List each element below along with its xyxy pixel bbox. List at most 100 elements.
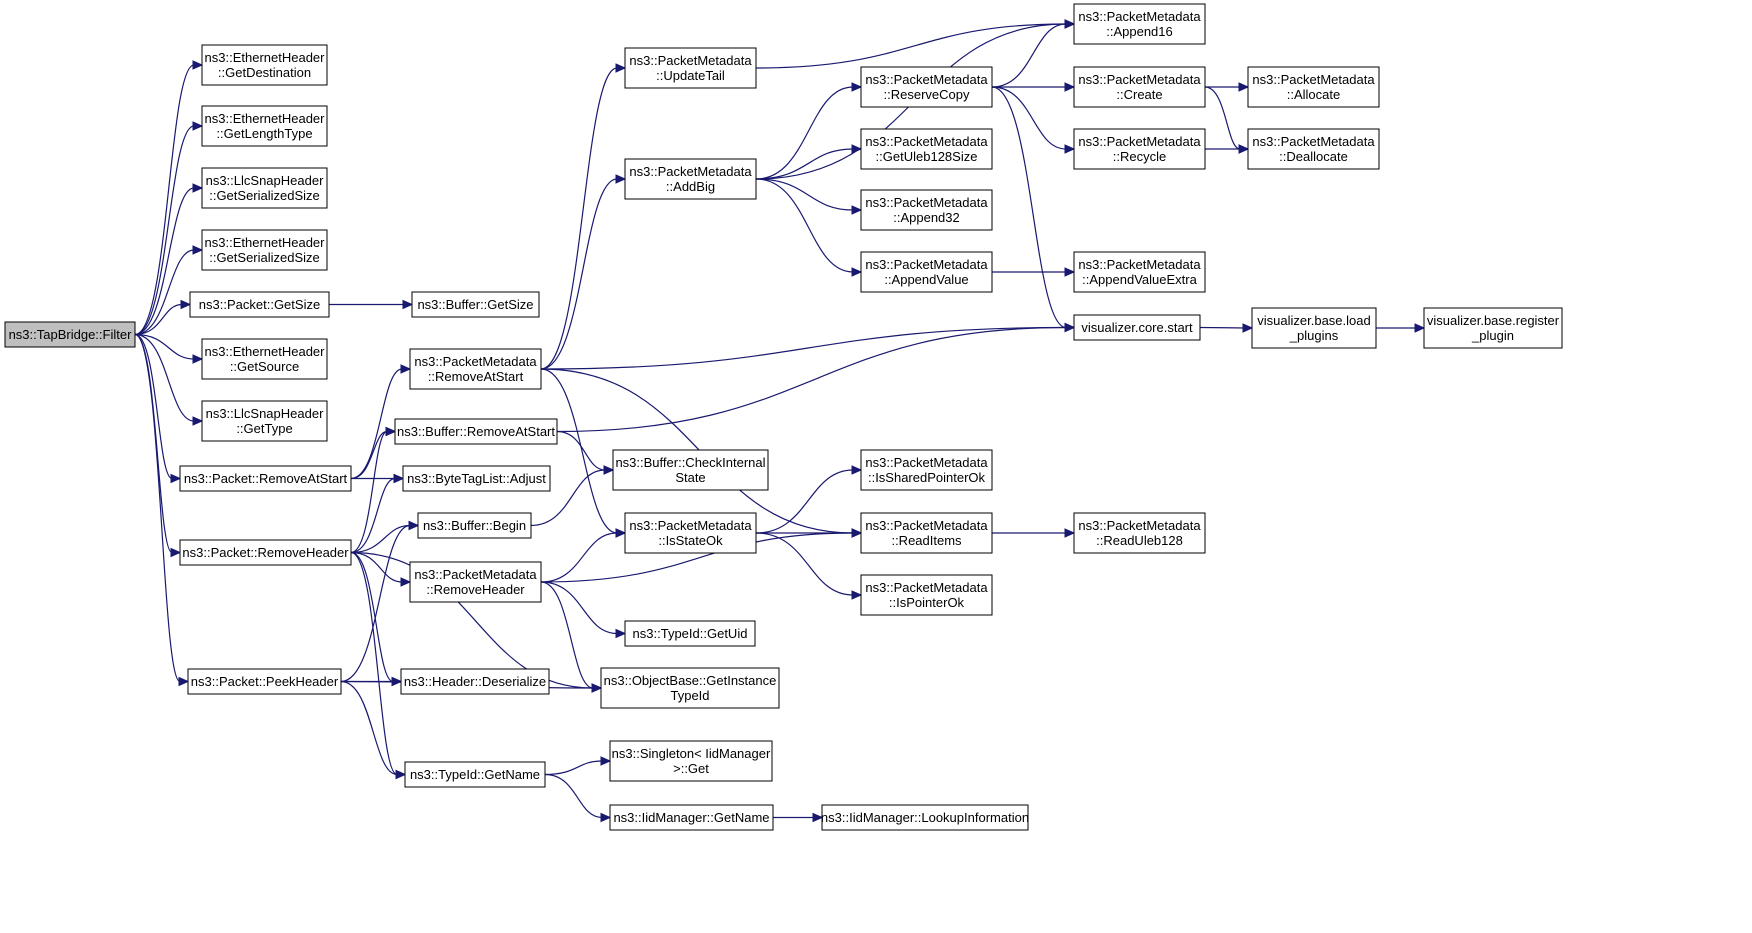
- node-pm-allocate[interactable]: ns3::PacketMetadata::Allocate: [1247, 66, 1380, 108]
- node-typeid-getuid[interactable]: ns3::TypeId::GetUid: [624, 620, 756, 647]
- node-box[interactable]: [860, 574, 993, 616]
- node-box[interactable]: [860, 128, 993, 170]
- node-box[interactable]: [4, 321, 136, 348]
- node-box[interactable]: [201, 338, 328, 380]
- node-typeid-getname[interactable]: ns3::TypeId::GetName: [404, 761, 546, 788]
- node-label: ::IsPointerOk: [889, 595, 965, 610]
- node-box[interactable]: [624, 47, 757, 89]
- node-box[interactable]: [624, 512, 757, 554]
- node-box[interactable]: [609, 740, 773, 782]
- node-box[interactable]: [1247, 128, 1380, 170]
- node-box[interactable]: [860, 512, 993, 554]
- node-box[interactable]: [1247, 66, 1380, 108]
- node-box[interactable]: [409, 561, 542, 603]
- node-box[interactable]: [187, 668, 342, 695]
- node-pm-getuleb[interactable]: ns3::PacketMetadata::GetUleb128Size: [860, 128, 993, 170]
- node-box[interactable]: [201, 400, 328, 442]
- node-box[interactable]: [201, 229, 328, 271]
- node-buf-begin[interactable]: ns3::Buffer::Begin: [417, 512, 532, 539]
- node-box[interactable]: [1073, 128, 1206, 170]
- arrowhead-pm_appendvalue-to-pm_appendvalueextra: [1064, 267, 1076, 277]
- node-label: ::IsStateOk: [658, 533, 723, 548]
- node-box[interactable]: [1073, 66, 1206, 108]
- node-pm-recycle[interactable]: ns3::PacketMetadata::Recycle: [1073, 128, 1206, 170]
- node-box[interactable]: [624, 158, 757, 200]
- node-btl-adjust[interactable]: ns3::ByteTagList::Adjust: [402, 465, 551, 492]
- edge-pm_removeatstart-to-pm_updatetail: [540, 67, 618, 370]
- node-pm-reservecopy[interactable]: ns3::PacketMetadata::ReserveCopy: [860, 66, 993, 108]
- edge-pkt_removeheader-to-ob_getinstance: [350, 551, 594, 689]
- node-box[interactable]: [624, 620, 756, 647]
- node-buf-removeatstart[interactable]: ns3::Buffer::RemoveAtStart: [394, 418, 558, 445]
- node-box[interactable]: [1251, 307, 1377, 349]
- node-box[interactable]: [179, 539, 352, 566]
- node-box[interactable]: [609, 804, 774, 831]
- node-llc-gettype[interactable]: ns3::LlcSnapHeader::GetType: [201, 400, 328, 442]
- node-pm-removeheader[interactable]: ns3::PacketMetadata::RemoveHeader: [409, 561, 542, 603]
- node-box[interactable]: [612, 449, 769, 491]
- node-box[interactable]: [411, 291, 540, 318]
- node-box[interactable]: [1423, 307, 1563, 349]
- node-box[interactable]: [394, 418, 558, 445]
- node-iid-getname[interactable]: ns3::IidManager::GetName: [609, 804, 774, 831]
- node-vis-core-start[interactable]: visualizer.core.start: [1073, 314, 1201, 341]
- node-vis-load-plugins[interactable]: visualizer.base.load_plugins: [1251, 307, 1377, 349]
- node-eth-getdest[interactable]: ns3::EthernetHeader::GetDestination: [201, 44, 328, 86]
- node-box[interactable]: [404, 761, 546, 788]
- edge-buf_removeatstart-to-vis_core_start: [556, 326, 1067, 433]
- node-eth-getser[interactable]: ns3::EthernetHeader::GetSerializedSize: [201, 229, 328, 271]
- node-box[interactable]: [860, 251, 993, 293]
- node-pm-readuleb[interactable]: ns3::PacketMetadata::ReadUleb128: [1073, 512, 1206, 554]
- node-label: ns3::TypeId::GetName: [410, 767, 540, 782]
- node-pm-deallocate[interactable]: ns3::PacketMetadata::Deallocate: [1247, 128, 1380, 170]
- node-eth-getlentype[interactable]: ns3::EthernetHeader::GetLengthType: [201, 105, 328, 147]
- node-pkt-getsize[interactable]: ns3::Packet::GetSize: [189, 291, 330, 318]
- node-box[interactable]: [1073, 3, 1206, 45]
- node-box[interactable]: [1073, 251, 1206, 293]
- node-pkt-removeheader[interactable]: ns3::Packet::RemoveHeader: [179, 539, 352, 566]
- node-pm-append32[interactable]: ns3::PacketMetadata::Append32: [860, 189, 993, 231]
- node-pm-addbig[interactable]: ns3::PacketMetadata::AddBig: [624, 158, 757, 200]
- node-box[interactable]: [417, 512, 532, 539]
- node-box[interactable]: [1073, 314, 1201, 341]
- node-eth-getsource[interactable]: ns3::EthernetHeader::GetSource: [201, 338, 328, 380]
- node-pm-removeatstart[interactable]: ns3::PacketMetadata::RemoveAtStart: [409, 348, 542, 390]
- node-hdr-deserialize[interactable]: ns3::Header::Deserialize: [400, 668, 550, 695]
- edge-pkt_removeheader-to-typeid_getname: [350, 551, 398, 776]
- node-box[interactable]: [1073, 512, 1206, 554]
- node-pm-appendvalueextra[interactable]: ns3::PacketMetadata::AppendValueExtra: [1073, 251, 1206, 293]
- node-box[interactable]: [600, 667, 780, 709]
- node-filter[interactable]: ns3::TapBridge::Filter: [4, 321, 136, 348]
- node-box[interactable]: [821, 804, 1029, 831]
- node-box[interactable]: [860, 66, 993, 108]
- node-box[interactable]: [189, 291, 330, 318]
- node-pm-isstateok[interactable]: ns3::PacketMetadata::IsStateOk: [624, 512, 757, 554]
- node-label: ::GetSerializedSize: [209, 250, 320, 265]
- node-box[interactable]: [409, 348, 542, 390]
- node-pm-issharedptr[interactable]: ns3::PacketMetadata::IsSharedPointerOk: [860, 449, 993, 491]
- node-singleton-get[interactable]: ns3::Singleton< IidManager>::Get: [609, 740, 773, 782]
- node-box[interactable]: [201, 105, 328, 147]
- node-iid-lookup[interactable]: ns3::IidManager::LookupInformation: [821, 804, 1029, 831]
- node-buf-getsize[interactable]: ns3::Buffer::GetSize: [411, 291, 540, 318]
- node-vis-register-plugin[interactable]: visualizer.base.register_plugin: [1423, 307, 1563, 349]
- node-pm-create[interactable]: ns3::PacketMetadata::Create: [1073, 66, 1206, 108]
- node-box[interactable]: [402, 465, 551, 492]
- node-pkt-peekheader[interactable]: ns3::Packet::PeekHeader: [187, 668, 342, 695]
- arrowhead-typeid_getname-to-iid_getname: [600, 812, 612, 823]
- node-pm-updatetail[interactable]: ns3::PacketMetadata::UpdateTail: [624, 47, 757, 89]
- node-pm-readitems[interactable]: ns3::PacketMetadata::ReadItems: [860, 512, 993, 554]
- node-box[interactable]: [201, 167, 328, 209]
- node-pm-ispointerok[interactable]: ns3::PacketMetadata::IsPointerOk: [860, 574, 993, 616]
- node-box[interactable]: [860, 449, 993, 491]
- node-box[interactable]: [179, 465, 352, 492]
- node-box[interactable]: [860, 189, 993, 231]
- node-pm-appendvalue[interactable]: ns3::PacketMetadata::AppendValue: [860, 251, 993, 293]
- node-box[interactable]: [201, 44, 328, 86]
- node-box[interactable]: [400, 668, 550, 695]
- node-pm-append16[interactable]: ns3::PacketMetadata::Append16: [1073, 3, 1206, 45]
- node-pkt-removeatstart[interactable]: ns3::Packet::RemoveAtStart: [179, 465, 352, 492]
- node-llc-getser[interactable]: ns3::LlcSnapHeader::GetSerializedSize: [201, 167, 328, 209]
